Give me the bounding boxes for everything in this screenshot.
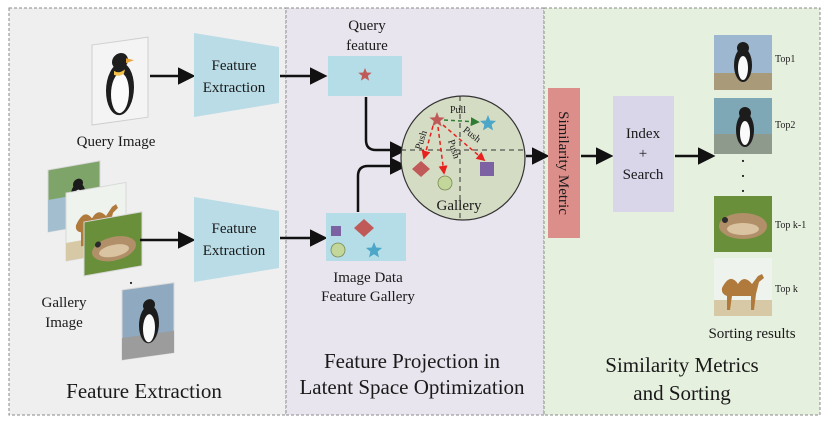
gallery-label: Gallery xyxy=(437,198,482,214)
gallery-image-penguin-large xyxy=(121,282,175,361)
query-feature-label-2: feature xyxy=(346,38,388,54)
feature-gallery-label-1: Image Data xyxy=(333,270,403,286)
section-title-similarity-2: and Sorting xyxy=(633,381,731,405)
index-search-box xyxy=(613,96,674,212)
circle-icon xyxy=(437,175,453,191)
result-label-topk-1: Top k-1 xyxy=(775,220,806,231)
feature-gallery-label-2: Feature Gallery xyxy=(321,289,415,305)
circle-icon xyxy=(330,242,346,258)
result-dots-3: . xyxy=(741,176,746,196)
gallery-image-frog xyxy=(83,211,143,277)
feature-extraction-top xyxy=(194,33,279,117)
gallery-image-label-2: Image xyxy=(45,315,83,331)
plus-label: + xyxy=(639,146,647,162)
pull-label: Pull xyxy=(450,105,466,116)
similarity-metric-label: Similarity Metric xyxy=(555,111,571,215)
result-image-topk-1 xyxy=(714,196,772,252)
result-dots-1: . xyxy=(741,146,746,166)
gallery-image-label-1: Gallery xyxy=(42,295,87,311)
feature-extraction-top-line1: Feature xyxy=(212,58,257,74)
push-arrow-diamond xyxy=(421,125,434,160)
similarity-panel xyxy=(543,7,821,416)
section-title-similarity-1: Similarity Metrics xyxy=(605,353,758,377)
star-icon xyxy=(365,242,383,258)
feature-extraction-bottom-line1: Feature xyxy=(212,221,257,237)
feature-extraction-bottom-line2: Extraction xyxy=(203,243,266,259)
pull-arrow xyxy=(443,117,480,127)
push-arrow-square xyxy=(442,124,486,162)
arrow-feature-gallery-to-gallery xyxy=(356,157,408,212)
result-image-top1 xyxy=(714,35,772,90)
arrow-query-feature-to-gallery xyxy=(364,97,408,159)
similarity-metric-box xyxy=(548,88,580,238)
star-icon xyxy=(479,115,497,131)
search-label: Search xyxy=(623,167,664,183)
section-title-projection-1: Feature Projection in xyxy=(324,349,501,373)
query-image xyxy=(91,36,149,126)
query-image-label: Query Image xyxy=(77,134,156,150)
query-feature-label-1: Query xyxy=(348,18,386,34)
section-title-projection-2: Latent Space Optimization xyxy=(299,375,525,399)
result-image-topk xyxy=(714,258,772,316)
diamond-icon xyxy=(412,161,430,177)
square-icon xyxy=(331,226,341,236)
feature-extraction-bottom xyxy=(194,197,279,282)
feature-extraction-top-line2: Extraction xyxy=(203,80,266,96)
result-label-top2: Top2 xyxy=(775,120,795,131)
square-icon xyxy=(480,162,494,176)
gallery-dots: . xyxy=(129,268,134,288)
result-dots-2: . xyxy=(741,161,746,181)
push-arrow-circle xyxy=(437,126,448,175)
star-icon xyxy=(429,112,445,127)
result-image-top2 xyxy=(714,98,772,154)
sorting-results-label: Sorting results xyxy=(708,326,795,342)
result-label-topk: Top k xyxy=(775,284,798,295)
diamond-icon xyxy=(354,219,374,237)
index-label: Index xyxy=(626,126,661,142)
star-icon xyxy=(358,68,372,81)
section-title-feature-extraction: Feature Extraction xyxy=(66,379,222,403)
result-label-top1: Top1 xyxy=(775,54,795,65)
